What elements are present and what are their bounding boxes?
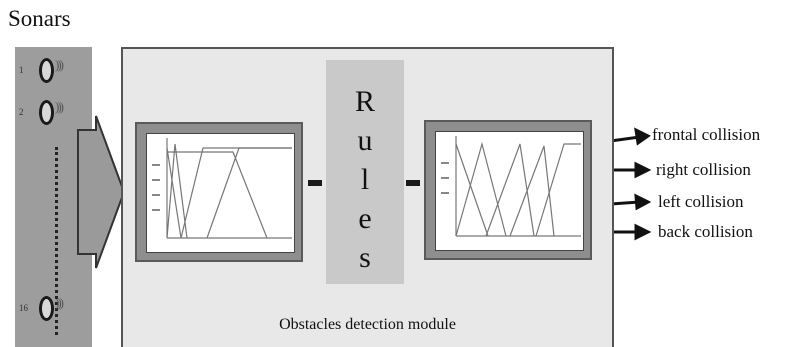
sonars-title: Sonars	[8, 6, 71, 31]
rules-block: R u l e s	[326, 60, 404, 284]
sonar-icon	[39, 296, 54, 321]
output-back-collision: back collision	[658, 222, 753, 241]
input-membership-panel	[135, 122, 303, 262]
rules-letter: R	[354, 85, 375, 118]
rules-letter: l	[360, 163, 370, 196]
output-frontal-collision: frontal collision	[652, 125, 761, 144]
arrowhead-icon	[634, 127, 651, 146]
output-left-collision: left collision	[658, 192, 744, 211]
input-arrow-icon	[77, 115, 126, 269]
sonar-ellipsis-dots	[55, 147, 58, 335]
sonar-icon	[39, 58, 54, 83]
sonar-wave-icon: )))	[55, 99, 64, 114]
membership-curves	[152, 138, 292, 239]
rules-letter: u	[357, 124, 373, 157]
sonar-index: 1	[19, 65, 24, 75]
sonar-wave-icon: )))	[55, 57, 64, 72]
module-label: Obstacles detection module	[279, 316, 456, 333]
arrowhead-icon	[634, 223, 652, 241]
sonar-index: 16	[19, 303, 28, 313]
rules-letter: e	[358, 202, 372, 235]
sonar-1: 1 )))	[15, 55, 92, 85]
sonar-wave-icon: )))	[55, 295, 64, 310]
sonar-16: 16 )))	[15, 293, 92, 323]
output-membership-plot	[435, 131, 584, 251]
output-membership-panel	[424, 120, 592, 260]
sonar-icon	[39, 100, 54, 125]
output-right-collision: right collision	[656, 160, 751, 179]
arrowhead-icon	[634, 161, 652, 179]
connector-right	[406, 180, 420, 186]
connector-left	[308, 180, 322, 186]
membership-curves	[441, 136, 581, 237]
input-membership-plot	[146, 133, 295, 253]
sonar-2: 2 )))	[15, 97, 92, 127]
output-arrows	[595, 127, 652, 241]
arrowhead-icon	[634, 193, 652, 211]
sonar-index: 2	[19, 107, 24, 117]
rules-letter: s	[359, 241, 371, 274]
